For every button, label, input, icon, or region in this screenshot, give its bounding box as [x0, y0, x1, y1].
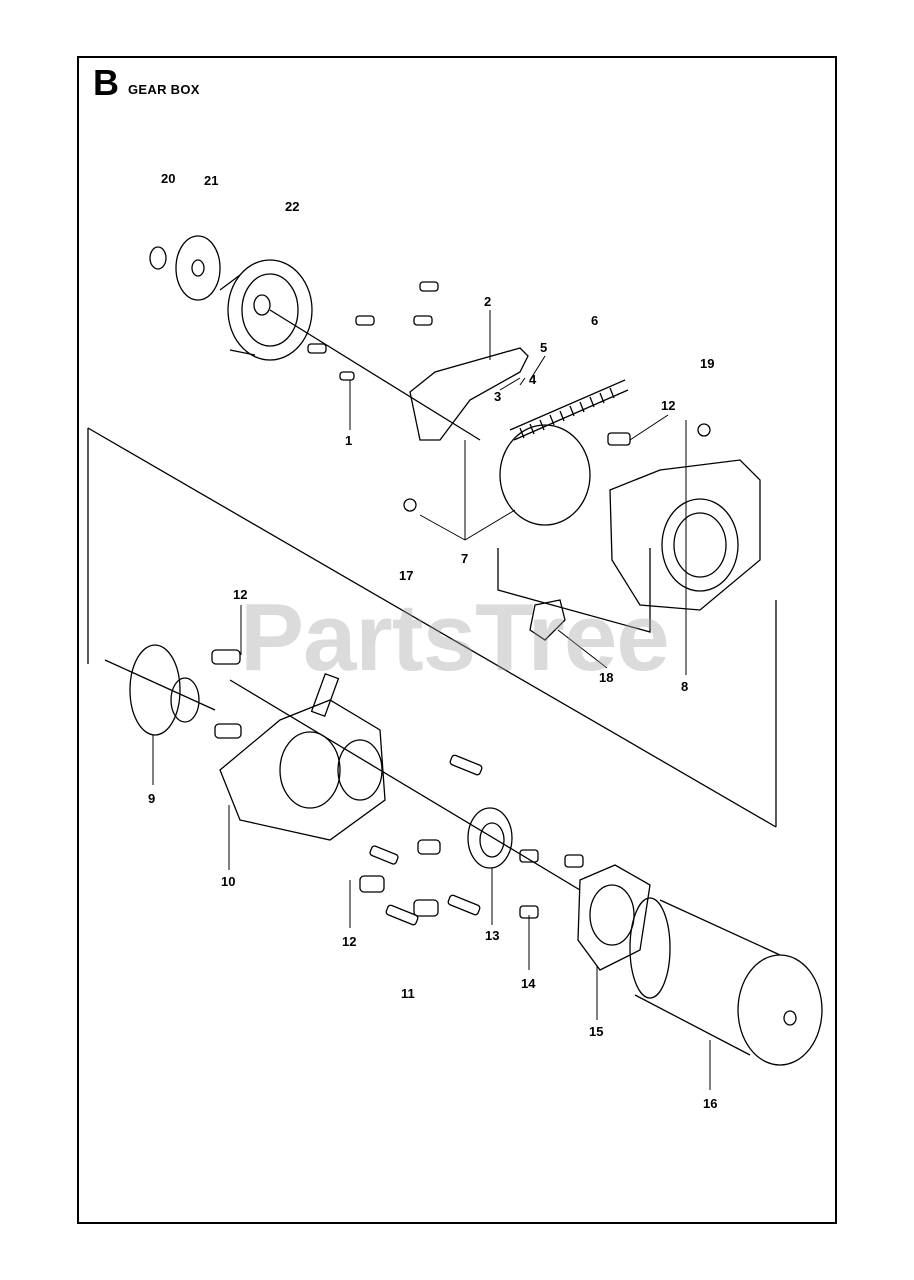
- callout-10: 10: [221, 874, 236, 889]
- small-screws: [307, 281, 711, 512]
- axis-line-top: [269, 309, 481, 441]
- section-letter: B: [93, 62, 119, 103]
- clip-washer-parts: [149, 235, 221, 301]
- callout-17: 17: [399, 568, 414, 583]
- band-part: [499, 424, 591, 526]
- callout-22: 22: [285, 199, 300, 214]
- callout-3: 3: [494, 389, 502, 404]
- callout-12-bottom: 12: [342, 934, 357, 949]
- page-title: GEAR BOX: [128, 82, 200, 97]
- bracket-part: [409, 347, 529, 441]
- housing-part: [609, 459, 761, 611]
- callout-12-middle: 12: [233, 587, 248, 602]
- callout-18: 18: [599, 670, 614, 685]
- motor-part: [629, 897, 823, 1066]
- callout-14: 14: [521, 976, 536, 991]
- callout-12-top: 12: [661, 398, 676, 413]
- gasket-part: [577, 864, 651, 971]
- callout-19: 19: [700, 356, 715, 371]
- middle-screws: [211, 649, 584, 926]
- drum-part: [219, 259, 313, 361]
- gear-shaft-part: [104, 644, 216, 736]
- callout-7: 7: [461, 551, 469, 566]
- lever-part: [529, 599, 566, 641]
- assembly-bracket-18: [497, 548, 651, 633]
- callout-2: 2: [484, 294, 492, 309]
- callout-16: 16: [703, 1096, 718, 1111]
- bearing-part: [467, 807, 513, 869]
- callout-9: 9: [148, 791, 156, 806]
- diagram-frame: [77, 56, 837, 1224]
- spring-part: [509, 379, 629, 441]
- assembly-line-upper: [87, 427, 777, 828]
- callout-8: 8: [681, 679, 689, 694]
- callout-6: 6: [591, 313, 599, 328]
- axis-line-middle: [229, 679, 581, 891]
- leader-lines: [152, 310, 711, 1090]
- callout-20: 20: [161, 171, 176, 186]
- callout-1: 1: [345, 433, 353, 448]
- callout-5: 5: [540, 340, 548, 355]
- callout-15: 15: [589, 1024, 604, 1039]
- callout-4: 4: [529, 372, 537, 387]
- callout-11: 11: [401, 986, 415, 1001]
- callout-13: 13: [485, 928, 500, 943]
- gearbox-housing-part: [219, 672, 386, 841]
- callout-21: 21: [204, 173, 219, 188]
- watermark: PartsTree: [240, 584, 670, 691]
